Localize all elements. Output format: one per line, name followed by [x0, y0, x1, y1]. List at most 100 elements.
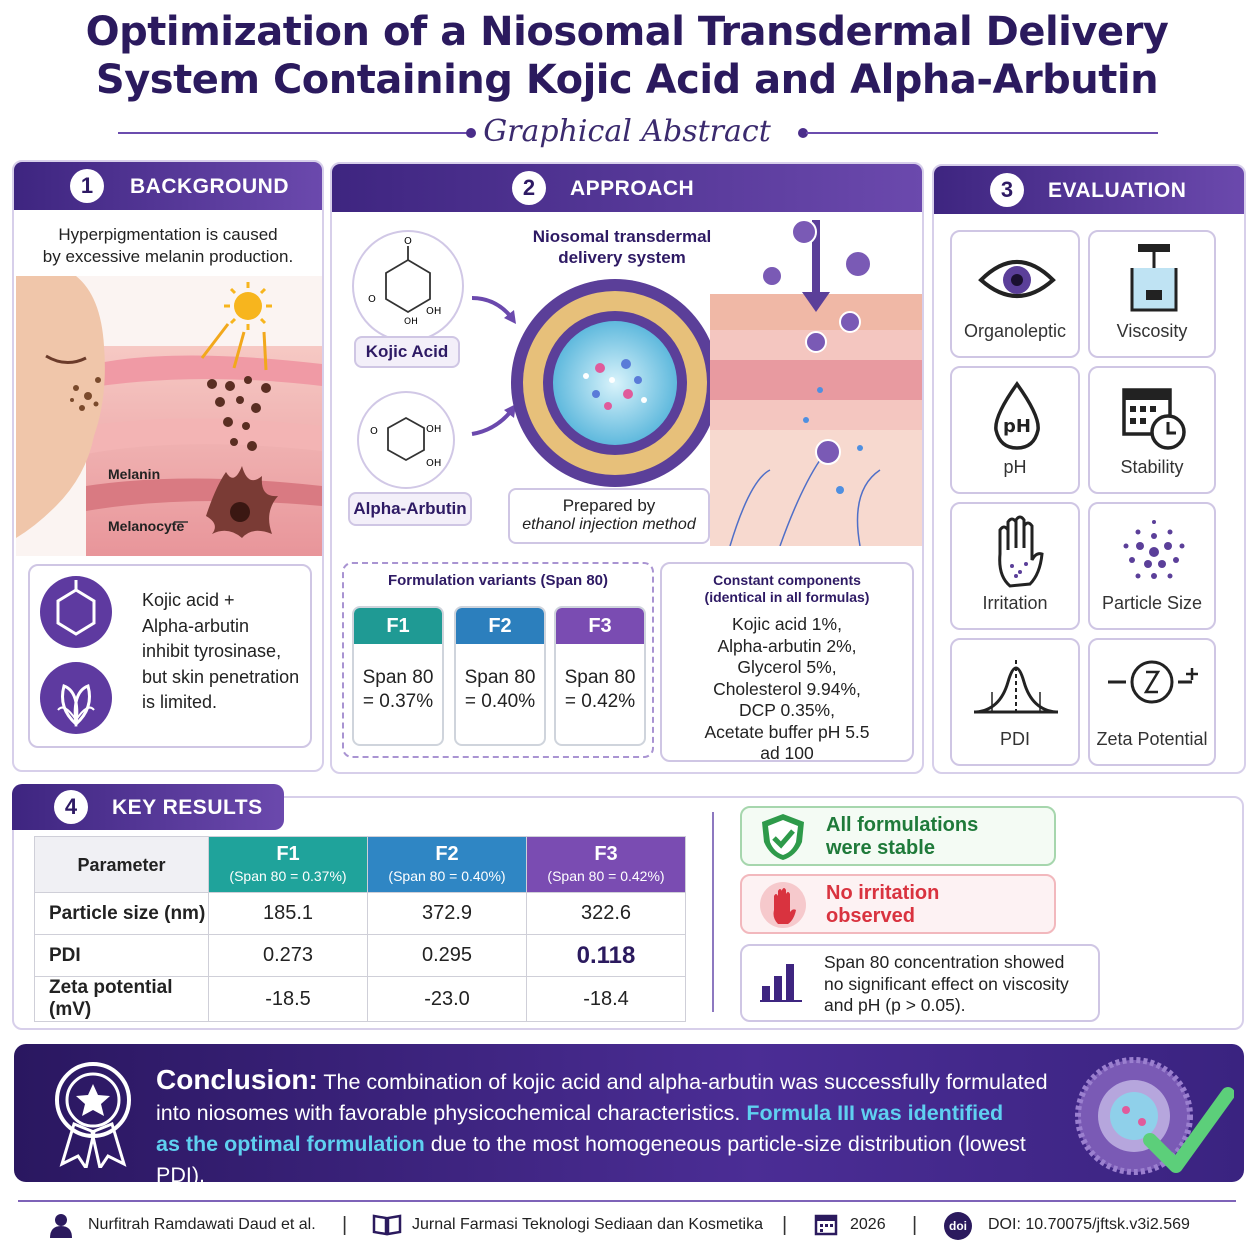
viscometer-icon — [1130, 244, 1178, 312]
subtitle: Graphical Abstract — [483, 114, 771, 149]
subtitle-row: Graphical Abstract — [0, 112, 1254, 152]
irritation-result-box: No irritation observed — [740, 874, 1056, 934]
footer-separator: | — [912, 1214, 918, 1236]
zeta-icon — [1108, 660, 1198, 704]
col-header-f2: F2(Span 80 = 0.40%) — [367, 836, 527, 893]
title-line-2: System Containing Kojic Acid and Alpha-A… — [95, 57, 1159, 103]
title-line-1: Optimization of a Niosomal Transdermal D… — [85, 9, 1169, 55]
evaluation-header: 3 EVALUATION — [934, 166, 1244, 214]
best-pdi-value: 0.118 — [526, 934, 686, 977]
eval-card-organoleptic: Organoleptic — [950, 230, 1080, 358]
footer-separator: | — [342, 1214, 348, 1236]
span-effect-result-box: Span 80 concentration showed no signific… — [740, 944, 1100, 1022]
subtitle-dot-left — [466, 128, 476, 138]
svg-text:OH: OH — [426, 458, 441, 469]
particles-icon — [1123, 520, 1185, 579]
kojic-acid-label: Kojic Acid — [354, 336, 460, 368]
molecule-icon — [40, 576, 112, 648]
results-divider — [712, 812, 714, 1012]
eval-card-zeta-potential: Zeta Potential — [1088, 638, 1216, 766]
variant-card-f2: F2 Span 80= 0.40% — [454, 606, 546, 746]
footer-separator: | — [782, 1214, 788, 1236]
calendar-clock-icon — [1122, 388, 1186, 450]
footer-authors: Nurfitrah Ramdawati Daud et al. — [88, 1216, 316, 1233]
shield-check-icon — [762, 814, 804, 860]
person-icon — [50, 1214, 72, 1238]
background-panel: 1 BACKGROUND Hyperpigmentation is caused… — [12, 160, 324, 772]
approach-header: 2 APPROACH — [332, 164, 922, 212]
ph-drop-icon: pH — [994, 381, 1040, 450]
alpha-arbutin-structure-icon: OH OH O — [357, 391, 455, 489]
eval-card-particle-size: Particle Size — [1088, 502, 1216, 630]
niosome-system-title: Niosomal transdermal delivery system — [532, 227, 712, 267]
approach-panel: 2 APPROACH O OH O OH Kojic Acid OH OH O … — [330, 162, 924, 774]
subtitle-dot-right — [798, 128, 808, 138]
table-row: Particle size (nm) 185.1 372.9 322.6 — [34, 892, 686, 935]
svg-text:O: O — [404, 236, 412, 247]
award-ribbon-icon — [55, 1062, 131, 1168]
conclusion-text: Conclusion: The combination of kojic aci… — [156, 1064, 1048, 1187]
svg-text:pH: pH — [1003, 416, 1031, 437]
svg-text:O: O — [370, 426, 378, 437]
table-row: Zeta potential (mV) -18.5 -23.0 -18.4 — [34, 976, 686, 1022]
conclusion-banner: Conclusion: The combination of kojic aci… — [14, 1044, 1244, 1187]
section-label: APPROACH — [570, 177, 695, 200]
results-table: Parameter F1(Span 80 = 0.37%) F2(Span 80… — [34, 836, 686, 1022]
param-header: Parameter — [34, 836, 209, 893]
section-label: EVALUATION — [1048, 179, 1187, 202]
svg-text:OH: OH — [404, 317, 418, 327]
section-label: KEY RESULTS — [112, 796, 263, 819]
variant-card-f1: F1 Span 80= 0.37% — [352, 606, 444, 746]
footer-journal: Jurnal Farmasi Teknologi Sediaan dan Kos… — [412, 1216, 764, 1233]
svg-text:O: O — [368, 294, 376, 305]
variant-card-f3: F3 Span 80= 0.42% — [554, 606, 646, 746]
hand-icon — [998, 515, 1044, 588]
niosome-vesicle-icon — [511, 279, 719, 487]
constant-list: Kojic acid 1%, Alpha-arbutin 2%, Glycero… — [704, 614, 870, 763]
eye-icon — [978, 260, 1056, 298]
variants-title: Formulation variants (Span 80) — [387, 572, 609, 589]
evaluation-panel: 3 EVALUATION Organoleptic Viscosity pH p… — [932, 164, 1246, 774]
page-title: Optimization of a Niosomal Transdermal D… — [0, 8, 1254, 104]
alpha-arbutin-label: Alpha-Arbutin — [348, 492, 472, 526]
tyrosinase-info-text: Kojic acid + Alpha-arbutin inhibit tyros… — [142, 590, 300, 712]
kojic-acid-structure-icon: O OH O OH — [352, 230, 464, 342]
section-number: 1 — [70, 169, 104, 203]
eval-card-pdi: PDI — [950, 638, 1080, 766]
section-number: 2 — [512, 171, 546, 205]
eval-card-ph: pH pH — [950, 366, 1080, 494]
footer-doi[interactable]: DOI: 10.70075/jftsk.v3i2.569 — [988, 1216, 1190, 1233]
footer-year: 2026 — [850, 1216, 886, 1233]
melanin-label: Melanin — [108, 466, 161, 482]
book-icon — [372, 1214, 402, 1236]
table-row: PDI 0.273 0.295 0.118 — [34, 934, 686, 977]
stop-hand-icon — [760, 882, 806, 928]
constant-components-box: Constant components (identical in all fo… — [660, 562, 914, 763]
key-results-header: 4 KEY RESULTS — [12, 784, 284, 830]
subtitle-rule-left — [118, 132, 468, 134]
col-header-f3: F3(Span 80 = 0.42%) — [526, 836, 686, 893]
niosome-check-icon — [1075, 1057, 1234, 1175]
background-header: 1 BACKGROUND — [14, 162, 322, 210]
svg-text:OH: OH — [426, 306, 441, 317]
svg-text:OH: OH — [426, 424, 441, 435]
constant-title: Constant components (identical in all fo… — [704, 572, 870, 605]
tyrosinase-info-card: Kojic acid + Alpha-arbutin inhibit tyros… — [28, 564, 312, 748]
skin-illustration — [16, 276, 322, 556]
bar-chart-icon — [760, 964, 802, 1002]
prepared-by-box: Prepared by ethanol injection method — [508, 488, 710, 544]
footer: Nurfitrah Ramdawati Daud et al. | Jurnal… — [0, 1200, 1254, 1254]
formulation-variants-box: Formulation variants (Span 80) F1 Span 8… — [342, 562, 654, 758]
section-number: 4 — [54, 790, 88, 824]
col-header-f1: F1(Span 80 = 0.37%) — [208, 836, 368, 893]
skin-penetration-illustration — [710, 220, 922, 546]
eval-card-irritation: Irritation — [950, 502, 1080, 630]
dark-spots-icon — [70, 377, 101, 411]
conclusion-heading: Conclusion: — [156, 1064, 318, 1095]
sun-icon — [200, 282, 272, 371]
eval-card-viscosity: Viscosity — [1088, 230, 1216, 358]
melanocyte-label: Melanocyte — [108, 518, 185, 534]
melanocyte-icon — [206, 466, 278, 538]
section-number: 3 — [990, 173, 1024, 207]
stable-result-box: All formulations were stable — [740, 806, 1056, 866]
